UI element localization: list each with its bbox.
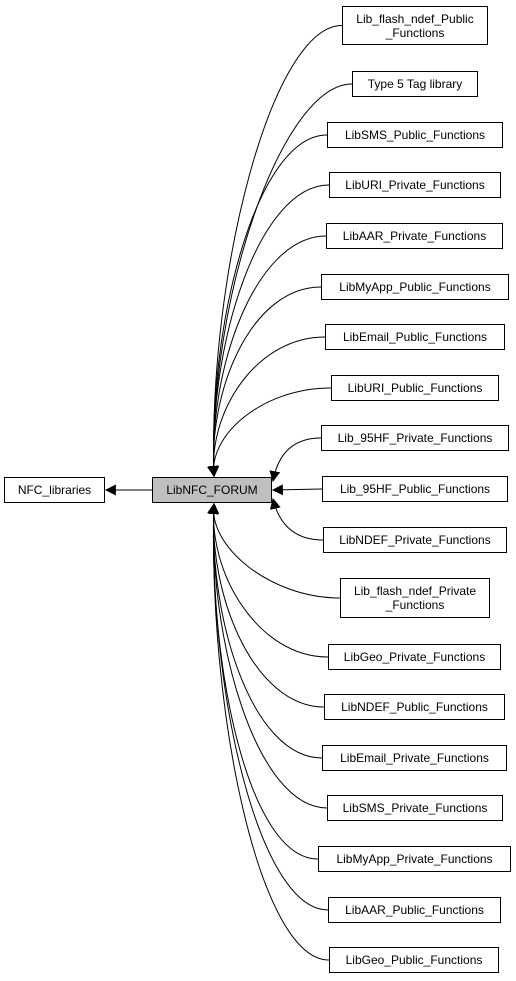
edge-lib-flash-ndef-private-functions-to-center — [207, 502, 341, 599]
node-libmyapp-private-functions[interactable]: LibMyApp_Private_Functions — [318, 846, 511, 872]
node-lib-95hf-public-functions[interactable]: Lib_95HF_Public_Functions — [322, 476, 508, 502]
node-libgeo-public-functions[interactable]: LibGeo_Public_Functions — [329, 947, 499, 973]
edge-libsms-public-functions-to-center — [208, 134, 328, 478]
edge-libmyapp-public-functions-to-center — [207, 286, 322, 478]
edge-libmyapp-private-functions-to-center — [208, 502, 319, 860]
node-type5-tag-library[interactable]: Type 5 Tag library — [352, 71, 478, 97]
node-nfc-libraries[interactable]: NFC_libraries — [4, 477, 105, 503]
edge-libaar-private-functions-to-center — [207, 235, 327, 478]
node-libemail-public-functions[interactable]: LibEmail_Public_Functions — [325, 324, 505, 350]
node-libsms-private-functions[interactable]: LibSMS_Private_Functions — [327, 795, 503, 821]
node-libgeo-private-functions[interactable]: LibGeo_Private_Functions — [328, 644, 501, 670]
edge-libndef-private-functions-to-center — [270, 497, 324, 541]
node-libndef-private-functions[interactable]: LibNDEF_Private_Functions — [323, 527, 507, 553]
edge-lib-95hf-public-functions-to-center — [271, 484, 323, 496]
edge-libsms-private-functions-to-center — [208, 502, 328, 809]
edge-liburi-private-functions-to-center — [208, 184, 330, 478]
node-liburi-private-functions[interactable]: LibURI_Private_Functions — [329, 172, 501, 198]
edge-liburi-public-functions-to-center — [207, 387, 332, 478]
node-liburi-public-functions[interactable]: LibURI_Public_Functions — [331, 375, 499, 401]
edge-libndef-public-functions-to-center — [207, 502, 325, 708]
edge-libgeo-public-functions-to-center — [208, 502, 330, 961]
edge-lib-95hf-private-functions-to-center — [269, 437, 322, 483]
node-libaar-public-functions[interactable]: LibAAR_Public_Functions — [328, 897, 501, 923]
edge-libgeo-private-functions-to-center — [207, 502, 329, 658]
node-libemail-private-functions[interactable]: LibEmail_Private_Functions — [322, 745, 507, 771]
node-libmyapp-public-functions[interactable]: LibMyApp_Public_Functions — [321, 274, 509, 300]
node-libnfc-forum: LibNFC_FORUM — [152, 477, 272, 503]
node-lib-flash-ndef-private-functions[interactable]: Lib_flash_ndef_Private _Functions — [340, 578, 490, 618]
edge-libemail-public-functions-to-center — [207, 336, 326, 478]
node-lib-95hf-private-functions[interactable]: Lib_95HF_Private_Functions — [321, 425, 509, 451]
node-lib-flash-ndef-public-functions[interactable]: Lib_flash_ndef_Public _Functions — [342, 6, 488, 45]
node-libndef-public-functions[interactable]: LibNDEF_Public_Functions — [324, 694, 505, 720]
node-libsms-public-functions[interactable]: LibSMS_Public_Functions — [327, 122, 503, 148]
node-libaar-private-functions[interactable]: LibAAR_Private_Functions — [326, 223, 503, 249]
edge-libaar-public-functions-to-center — [208, 502, 329, 911]
edge-lib-flash-ndef-public-functions-to-center — [208, 25, 343, 478]
